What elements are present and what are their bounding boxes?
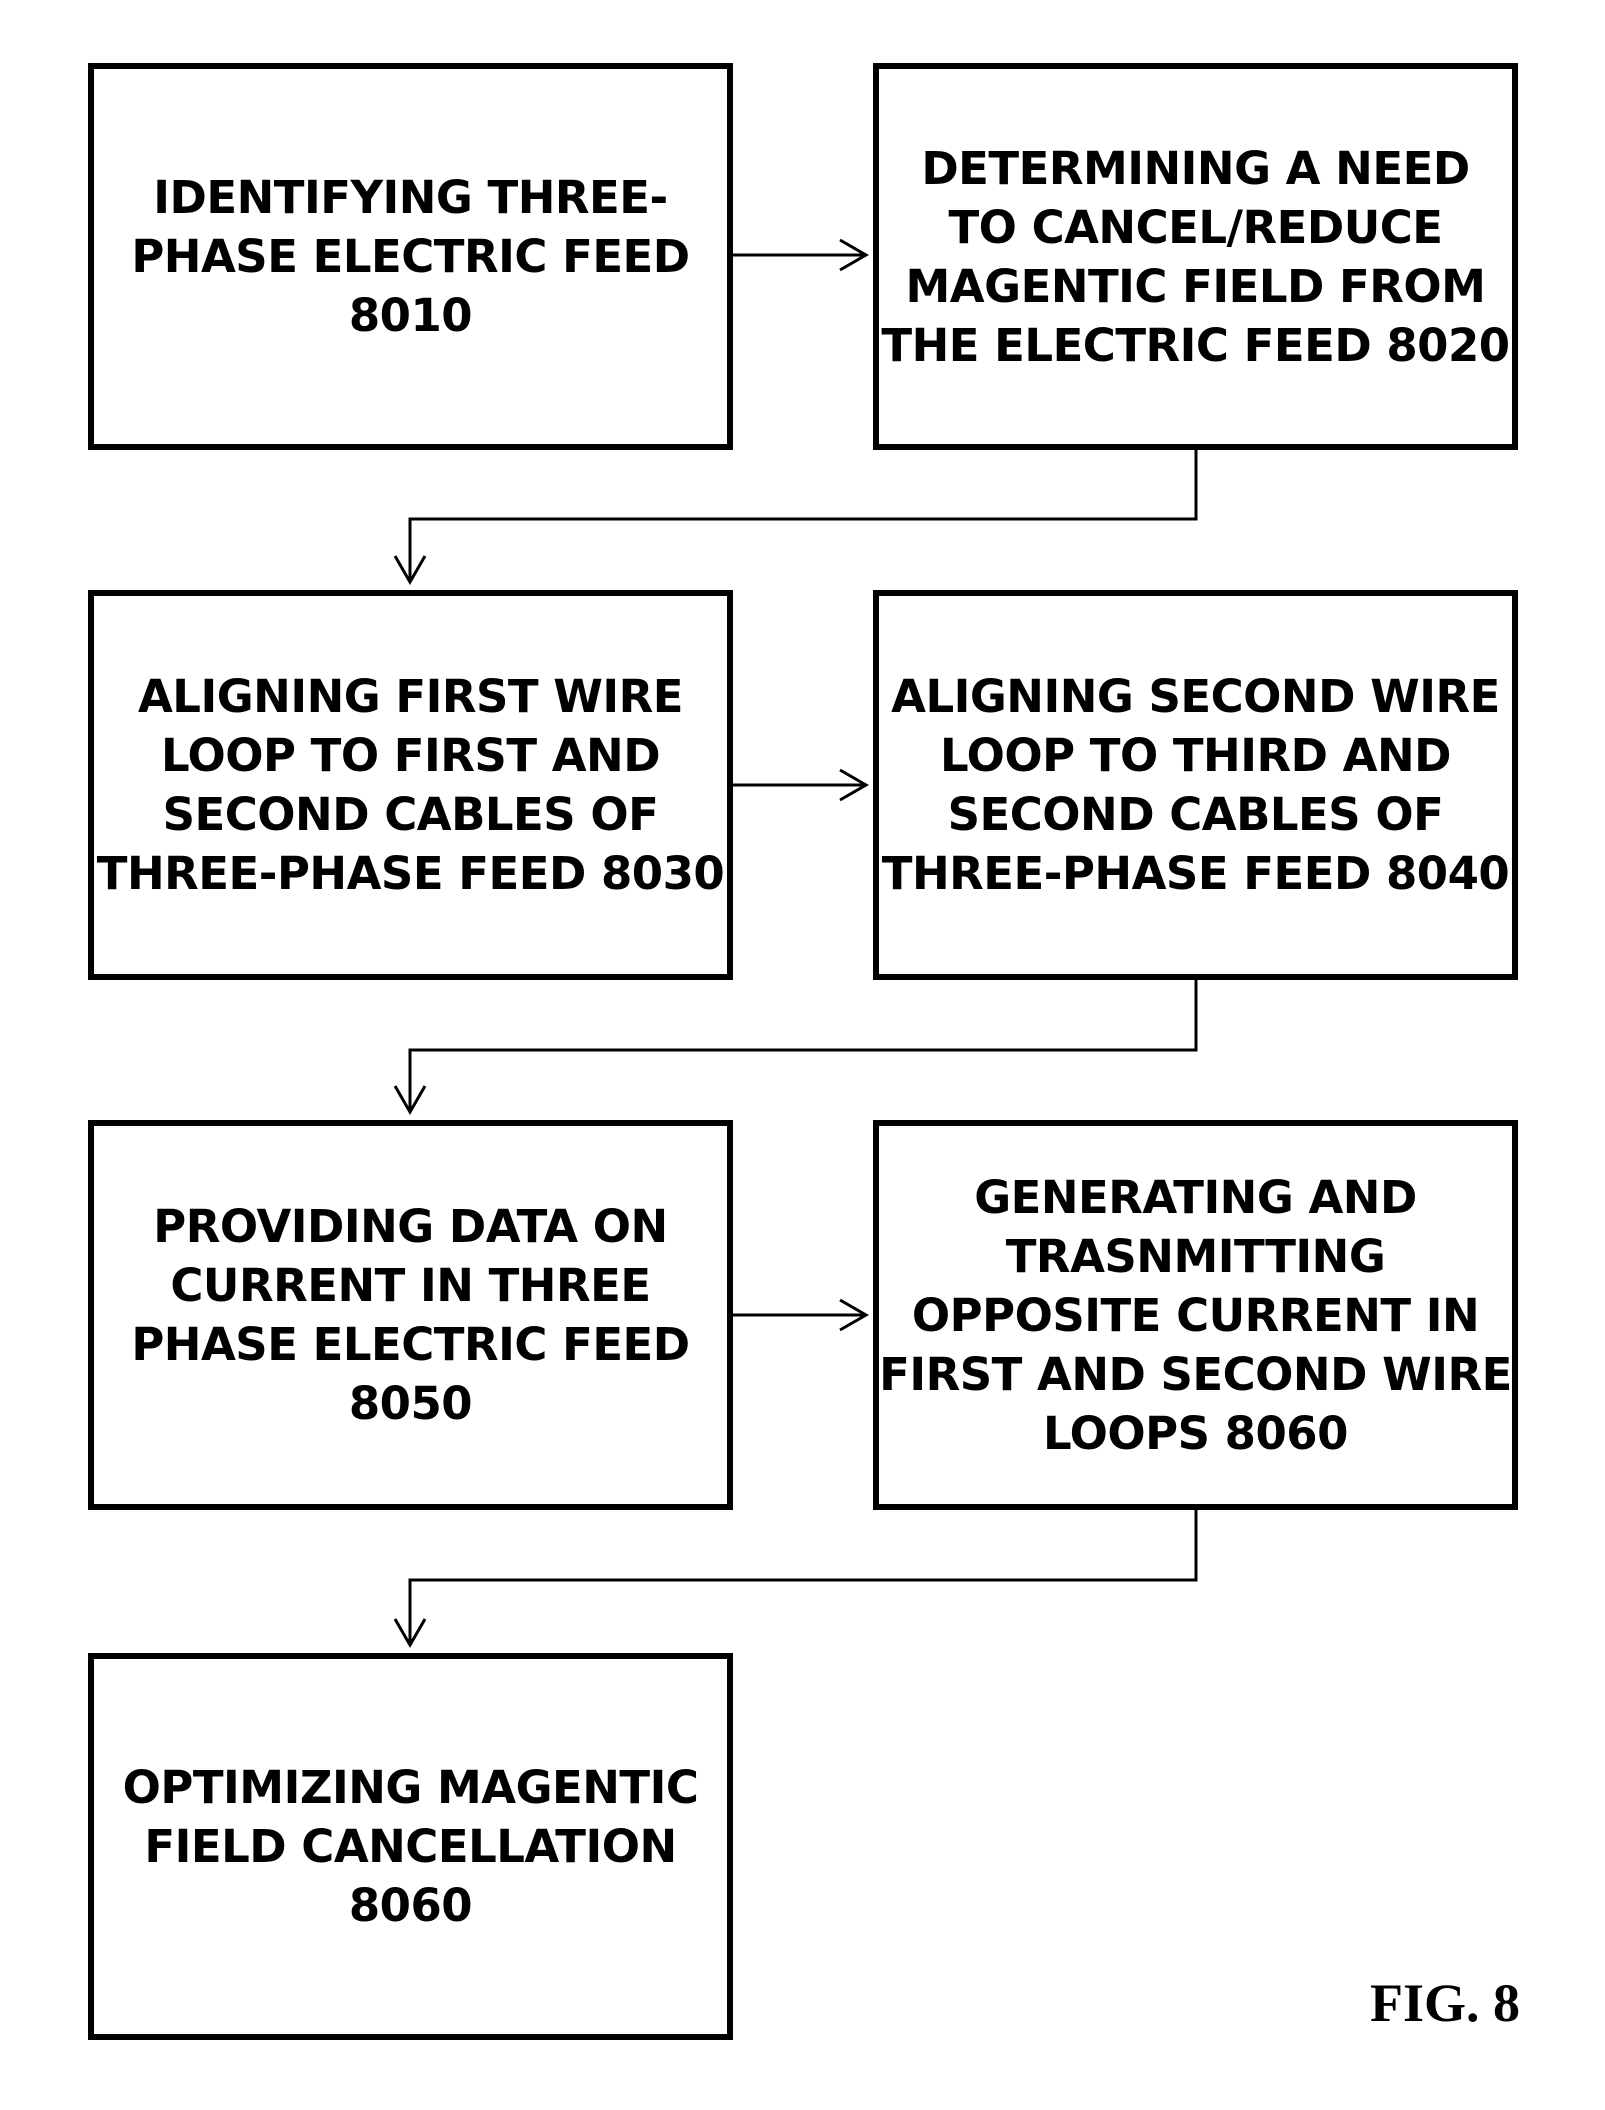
arrow-8020-to-8030	[393, 450, 1198, 586]
step-box-8030: ALIGNING FIRST WIRE LOOP TO FIRST AND SE…	[88, 590, 733, 980]
step-box-8040: ALIGNING SECOND WIRE LOOP TO THIRD AND S…	[873, 590, 1518, 980]
step-box-8050: PROVIDING DATA ON CURRENT IN THREE PHASE…	[88, 1120, 733, 1510]
step-label-8030: ALIGNING FIRST WIRE LOOP TO FIRST AND SE…	[96, 670, 725, 900]
arrow-8040-to-8050	[393, 980, 1198, 1116]
figure-label: FIG. 8	[1369, 1973, 1520, 2033]
step-box-8010: IDENTIFYING THREE- PHASE ELECTRIC FEED 8…	[88, 63, 733, 450]
arrow-8010-to-8020	[733, 238, 870, 272]
step-box-8020: DETERMINING A NEED TO CANCEL/REDUCE MAGE…	[873, 63, 1518, 450]
step-label-8050: PROVIDING DATA ON CURRENT IN THREE PHASE…	[131, 1200, 690, 1430]
arrow-8050-to-8060	[733, 1298, 870, 1332]
step-label-8060-optimizing: OPTIMIZING MAGENTIC FIELD CANCELLATION 8…	[122, 1761, 699, 1932]
arrow-8060-to-optimizing	[393, 1510, 1198, 1649]
step-label-8020: DETERMINING A NEED TO CANCEL/REDUCE MAGE…	[881, 141, 1510, 372]
step-label-8060-generating: GENERATING AND TRASNMITTING OPPOSITE CUR…	[879, 1170, 1512, 1460]
step-label-8040: ALIGNING SECOND WIRE LOOP TO THIRD AND S…	[881, 670, 1510, 900]
step-label-8010: IDENTIFYING THREE- PHASE ELECTRIC FEED 8…	[131, 171, 690, 342]
arrow-8030-to-8040	[733, 768, 870, 802]
step-box-8060-optimizing: OPTIMIZING MAGENTIC FIELD CANCELLATION 8…	[88, 1653, 733, 2040]
step-box-8060-generating: GENERATING AND TRASNMITTING OPPOSITE CUR…	[873, 1120, 1518, 1510]
